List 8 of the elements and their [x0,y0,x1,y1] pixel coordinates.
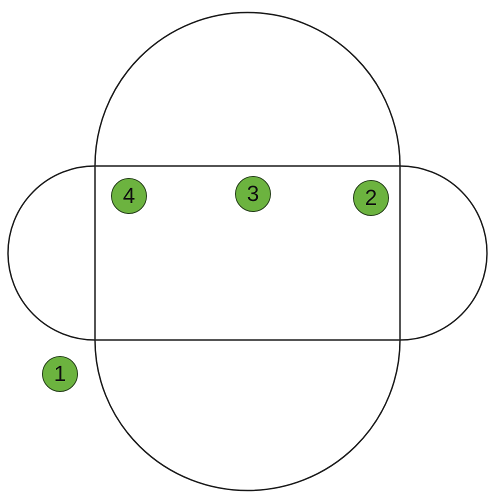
callout-circle [235,176,271,212]
callout-number: 4 [122,185,136,207]
callout-number: 3 [246,183,260,205]
callout-circle [111,178,147,214]
callout-circle [353,180,389,216]
callout-number: 1 [54,363,66,385]
callout-circle [42,356,78,392]
callout-number: 2 [364,187,378,209]
